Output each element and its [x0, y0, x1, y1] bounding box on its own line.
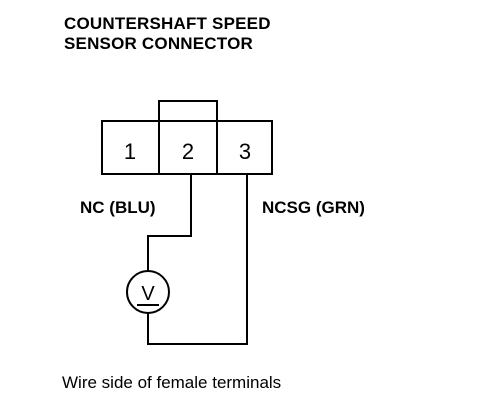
connector-lock-tab	[158, 100, 218, 122]
terminal-3-label: 3	[239, 139, 251, 164]
wire-label-ncsg-grn: NCSG (GRN)	[262, 198, 365, 217]
wire-ncsg-grn	[147, 174, 248, 345]
terminal-2-label: 2	[182, 139, 194, 164]
terminal-1-label: 1	[124, 139, 136, 164]
wire-side-caption: Wire side of female terminals	[62, 373, 282, 392]
title-line-2: SENSOR CONNECTOR	[64, 34, 253, 53]
diagram-title: COUNTERSHAFT SPEED SENSOR CONNECTOR	[64, 14, 271, 54]
connector-body	[101, 120, 273, 175]
voltmeter-symbol: V	[141, 283, 155, 305]
wire-nc-blu	[147, 174, 192, 271]
title-line-1: COUNTERSHAFT SPEED	[64, 14, 271, 33]
voltmeter-icon	[126, 270, 170, 314]
wire-label-nc-blu: NC (BLU)	[80, 198, 156, 217]
